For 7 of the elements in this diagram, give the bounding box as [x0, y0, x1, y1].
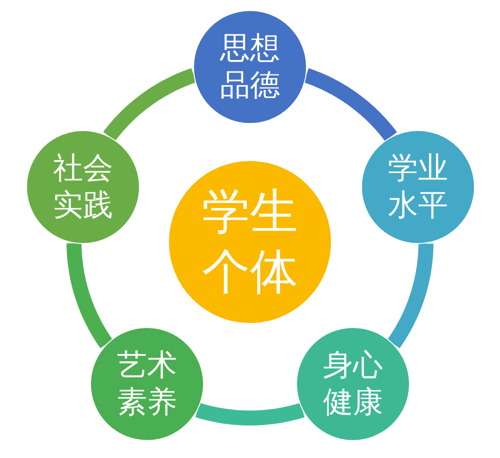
circle-label: 学业水平: [387, 150, 449, 224]
circle-label: 艺术素养: [116, 346, 178, 422]
circle-label: 学生个体: [200, 183, 299, 302]
circle-label: 身心健康: [322, 346, 384, 422]
circle-label: 思想品德: [219, 30, 281, 104]
ring-connector: [194, 402, 306, 426]
circle-label: 社会实践: [52, 150, 114, 224]
